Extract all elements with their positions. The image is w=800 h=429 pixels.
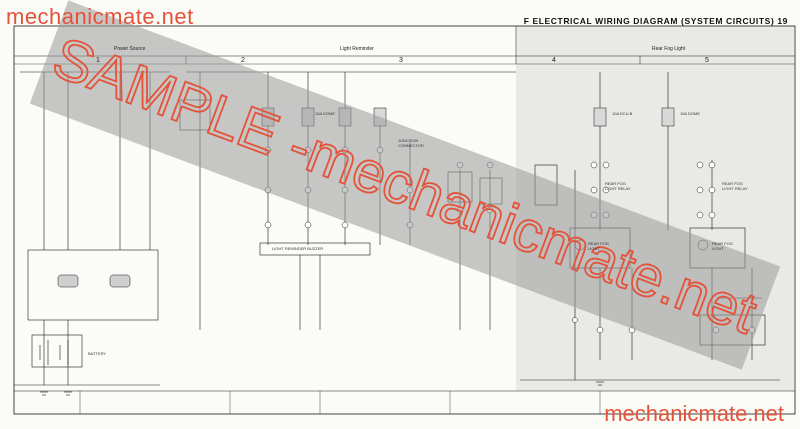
rear-fog-light-relay-left-label: REAR FOG LIGHT RELAY <box>605 181 631 191</box>
fuse-ecu-b-label: 10A ECU-B <box>612 111 633 116</box>
rear-fog-light-right-label: REAR FOG LIGHT <box>712 241 733 251</box>
section-rear-fog-light: Rear Fog Light <box>652 46 686 52</box>
light-reminder-buzzer-label: LIGHT REMINDER BUZZER <box>272 246 324 251</box>
column-number-3: 3 <box>399 57 403 64</box>
battery-label: BATTERY <box>88 351 107 356</box>
light-reminder-buzzer-box <box>259 242 371 256</box>
diagram-frame <box>13 25 796 415</box>
fuse-dome-left-label: 15A DOME <box>315 111 336 116</box>
fusible-links <box>57 274 131 288</box>
watermark-bottom: mechanicmate.net <box>604 401 784 426</box>
column-number-4: 4 <box>552 57 556 64</box>
header-page-number: 19 <box>777 16 788 26</box>
section-power-source: Power Source <box>114 46 146 52</box>
watermark-top: mechanicmate.net <box>6 4 194 29</box>
rear-fog-light-left-label: REAR FOG LIGHT <box>588 241 609 251</box>
section-light-reminder: Light Reminder <box>340 46 374 52</box>
ground-symbols <box>40 381 604 396</box>
fuse-dome-label: 15A DOME <box>680 111 701 116</box>
fuses-rear-fog <box>593 107 675 127</box>
rear-fog-light-relay-right-label: REAR FOG LIGHT RELAY <box>722 181 748 191</box>
header-title: F ELECTRICAL WIRING DIAGRAM (SYSTEM CIRC… <box>523 16 775 26</box>
column-number-2: 2 <box>241 57 245 64</box>
battery-symbol <box>31 334 83 368</box>
junction-connector-label: JUNCTION CONNECTOR <box>398 138 424 148</box>
page-header: F ELECTRICAL WIRING DIAGRAM (SYSTEM CIRC… <box>524 16 788 26</box>
column-number-5: 5 <box>705 57 709 64</box>
column-number-1: 1 <box>96 57 100 64</box>
